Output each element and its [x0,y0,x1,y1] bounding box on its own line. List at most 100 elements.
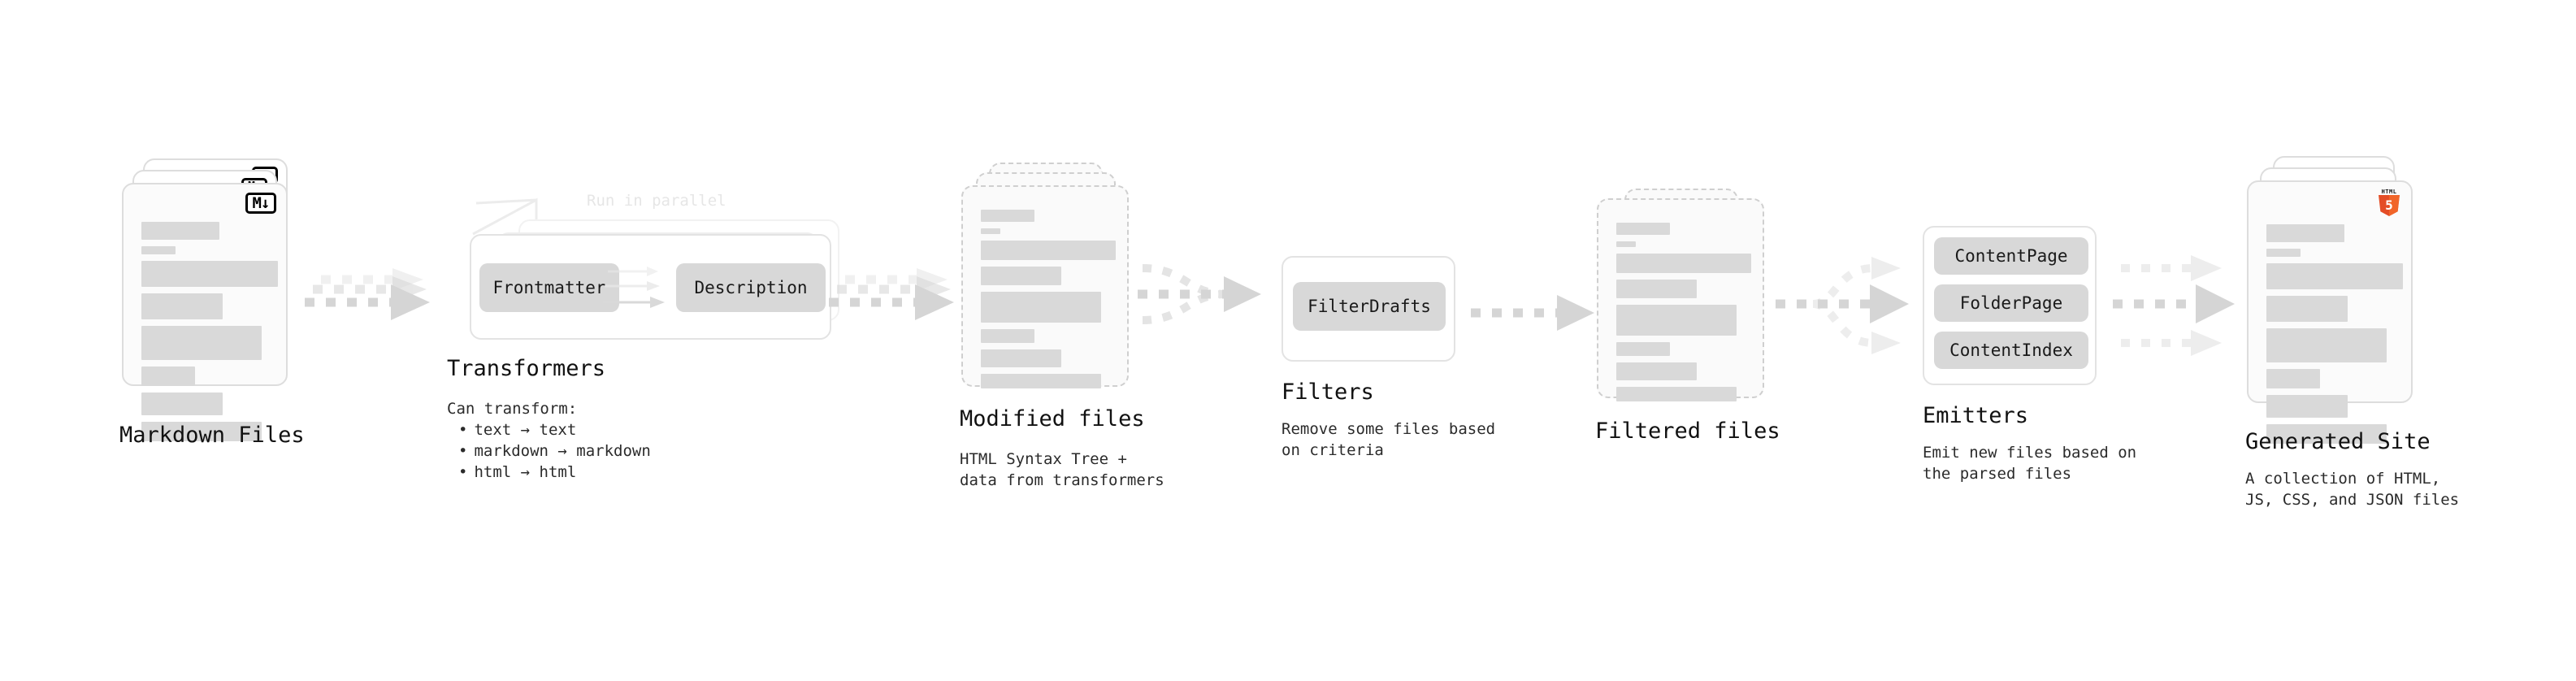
bar [2266,328,2387,362]
emitters-box: ContentPage FolderPage ContentIndex [1923,226,2097,385]
stage-generated-site: CSS HTML 5 [2245,156,2459,509]
bar [141,393,223,415]
desc-line: A collection of HTML, [2245,470,2441,488]
html5-icon-label: HTML [2381,189,2397,195]
bar [141,222,219,240]
desc-line: on criteria [1281,441,1384,459]
desc-line: the parsed files [1923,465,2072,483]
emitter-chip-label: ContentPage [1954,246,2068,266]
filter-chip-label: FilterDrafts [1308,297,1431,316]
bar [981,329,1034,343]
card-placeholder-bars [1616,223,1751,408]
arrow-emitters-to-site [2113,255,2235,356]
transformers-description-list: text → text markdown → markdown html → h… [447,419,651,483]
emitters-description: Emit new files based on the parsed files [1923,442,2136,484]
list-item: html → html [458,462,651,483]
bar [981,210,1034,222]
bar [141,367,195,386]
filter-chip-filterdrafts[interactable]: FilterDrafts [1293,282,1446,331]
transformer-chip-label: Frontmatter [492,278,606,297]
modified-files-description: HTML Syntax Tree + data from transformers [960,449,1164,491]
desc-line: Emit new files based on [1923,444,2137,462]
caption-emitters: Emitters [1923,403,2029,428]
desc-line: data from transformers [960,471,1164,489]
modified-card-front [961,185,1129,388]
emitter-chip-folderpage[interactable]: FolderPage [1934,284,2088,322]
bar [2266,395,2348,418]
card-placeholder-bars [141,222,278,448]
emitter-chip-contentindex[interactable]: ContentIndex [1934,332,2088,369]
bar [2266,296,2348,322]
list-item: markdown → markdown [458,440,650,462]
arrow-transformers-to-modified [829,268,954,320]
caption-filters: Filters [1281,380,1374,405]
bar [1616,342,1670,356]
html5-icon: HTML 5 [2377,189,2401,216]
bar [2266,424,2387,444]
bar [981,292,1101,323]
generated-card-front: HTML 5 [2247,180,2413,444]
emitter-chip-contentpage[interactable]: ContentPage [1934,237,2088,275]
transformer-inner-arrows [603,267,665,308]
bar [981,228,1000,234]
filtered-file-stack [1597,189,1776,432]
transformers-description: Can transform: text → text markdown → ma… [447,398,651,483]
bar [1616,280,1697,298]
markdown-icon: M↓ [245,193,276,214]
card-placeholder-bars [981,210,1116,395]
bar [1616,387,1737,401]
bar [141,293,223,319]
stage-markdown-files: M↓ M↓ M↓ [119,158,309,448]
bar [1616,223,1670,235]
emitter-chip-label: FolderPage [1959,293,2063,313]
transformer-chip-label: Description [694,278,808,297]
desc-line: HTML Syntax Tree + [960,450,1127,468]
bar [2266,224,2344,242]
bar [2266,249,2301,257]
caption-generated-site: Generated Site [2245,429,2431,454]
caption-transformers: Transformers [447,356,606,381]
markdown-icon-label: M↓ [252,193,271,212]
caption-markdown-files: Markdown Files [119,423,305,448]
list-item: text → text [458,419,651,440]
markdown-file-stack: M↓ M↓ M↓ [122,158,309,441]
bar [1616,254,1751,273]
bar [1616,305,1737,336]
bar [141,246,176,254]
bar [981,267,1061,285]
bar [2266,263,2403,289]
arrow-markdown-to-transformers [305,268,430,320]
generated-file-stack: CSS HTML 5 [2247,156,2434,444]
stage-filtered-files: Filtered files [1595,189,1780,444]
bar [981,349,1061,367]
markdown-card-front: M↓ [122,183,288,441]
bar [141,261,278,287]
caption-modified-files: Modified files [960,406,1145,432]
bar [1616,362,1697,380]
desc-line: Remove some files based [1281,420,1496,438]
bar [981,374,1101,388]
card-placeholder-bars [2266,224,2403,450]
bar [981,241,1116,260]
filters-box: FilterDrafts [1281,256,1455,362]
filtered-card-front [1597,198,1764,401]
modified-file-stack [961,163,1140,406]
emitter-chip-label: ContentIndex [1949,340,2073,360]
bar [2266,369,2320,388]
caption-filtered-files: Filtered files [1595,419,1780,444]
parallel-label: Run in parallel [587,192,726,210]
filters-description: Remove some files based on criteria [1281,419,1495,461]
stage-modified-files: Modified files HTML Syntax Tree + data fr… [960,163,1164,489]
arrow-filtered-to-emitters [1776,257,1909,354]
html5-icon-digit: 5 [2385,197,2393,213]
transformers-description-heading: Can transform: [447,400,578,418]
transformer-chip-description[interactable]: Description [676,263,826,312]
desc-line: JS, CSS, and JSON files [2245,491,2460,509]
bar [141,326,262,360]
arrow-modified-to-filters [1138,264,1261,324]
transformer-chip-frontmatter[interactable]: Frontmatter [479,263,619,312]
bar [1616,241,1636,247]
bar [141,422,262,441]
arrow-filters-to-filtered [1471,295,1594,331]
